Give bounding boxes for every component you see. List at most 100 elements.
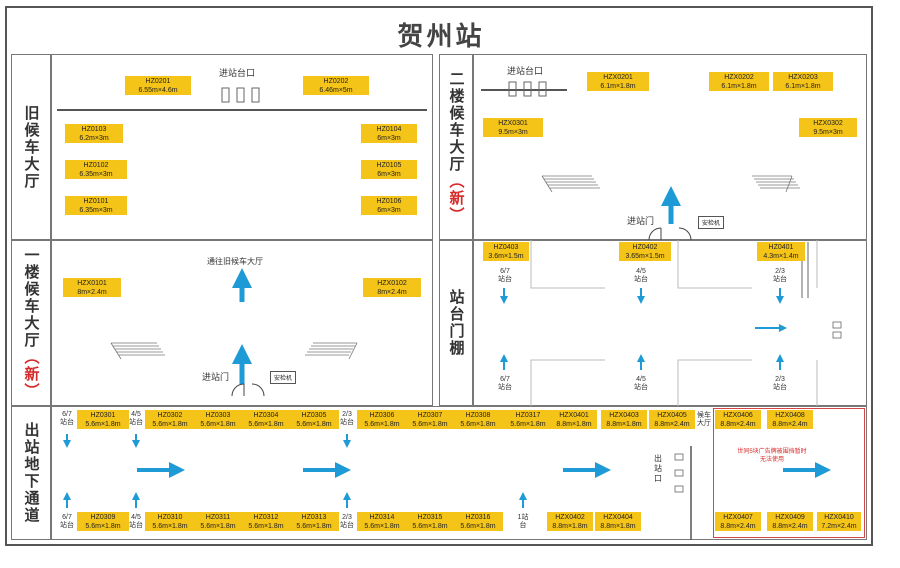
ad-code: HZ0314 [369,514,395,521]
ad-size: 3.65m×1.5m [625,252,665,260]
ad-code: HZX0301 [498,120,528,127]
canopy-arrows [500,288,787,370]
platform-label: 4/5站台 [129,411,143,426]
to-old-hall-label: 通往旧候车大厅 [207,257,263,266]
ad-code: HZ0103 [81,126,107,133]
ad-code: HZ0301 [90,412,116,419]
ad-size: 6.35m×3m [79,206,113,214]
ad-code: HZ0316 [465,514,491,521]
ad-size: 5.6m×1.8m [460,522,496,530]
ad-code: HZ0307 [417,412,443,419]
entrance-gate-label: 进站门 [202,372,230,382]
ad-size: 6.2m×3m [79,134,109,142]
ad-code: HZX0102 [377,280,407,287]
exit-label: 出站口 [654,454,662,483]
ad-code: HZX0410 [824,514,854,521]
security-machine: 安检机 [270,371,297,384]
turnstile-icon [221,87,260,103]
ad-size: 5.6m×1.8m [248,522,284,530]
turnstile-icon-2 [508,81,547,97]
platform-label: 6/7站台 [60,411,74,426]
ad-size: 5.6m×1.8m [200,522,236,530]
platform-label: 2/3站台 [773,376,787,391]
ad-size: 8.8m×1.8m [556,420,592,428]
ad-code: HZ0104 [376,126,402,133]
ad-code: HZ0101 [83,198,109,205]
ad-size: 6.35m×3m [79,170,113,178]
ad-code: HZX0407 [723,514,753,521]
ad-code: HZX0402 [555,514,585,521]
ad-size: 8.8m×2.4m [720,522,756,530]
ad-size: 6m×3m [377,134,401,142]
ad-size: 6m×3m [377,170,401,178]
ad-code: HZ0303 [205,412,231,419]
ad-code: HZX0405 [657,412,687,419]
label-floor2: 二楼候车大厅（新） [439,54,473,240]
ad-code: HZ0105 [376,162,402,169]
ad-code: HZ0310 [157,514,183,521]
ad-code: HZ0313 [301,514,327,521]
ad-code: HZ0401 [768,244,794,251]
ad-code: HZ0304 [253,412,279,419]
ad-code: HZX0409 [775,514,805,521]
ad-size: 8m×2.4m [77,288,107,296]
label-canopy: 站台门棚 [439,240,473,406]
platform-label: 6/7站台 [498,376,512,391]
ad-code: HZ0312 [253,514,279,521]
ad-size: 8.8m×1.8m [606,420,642,428]
ad-size: 5.6m×1.8m [296,420,332,428]
stairs-icon [110,175,800,360]
ad-size: 7.2m×2.4m [821,522,857,530]
ad-code: HZX0302 [813,120,843,127]
map-frame: 贺州站 旧候车大厅 一楼候车大厅（新） 出站地下通道 二楼候车大厅（新） 站台门… [5,6,873,546]
ad-code: HZ0106 [376,198,402,205]
ad-size: 4.3m×1.4m [763,252,799,260]
ad-code: HZ0302 [157,412,183,419]
ad-size: 5.6m×1.8m [152,522,188,530]
exit-gate-icon [674,321,842,493]
ad-size: 5.6m×1.8m [412,420,448,428]
ad-code: HZ0315 [417,514,443,521]
platform-label: 2/3站台 [340,514,354,529]
ad-size: 8.8m×2.4m [772,522,808,530]
panel-canopy [473,240,867,406]
ad-code: HZX0202 [724,74,754,81]
ad-code: HZ0309 [90,514,116,521]
label-underpass: 出站地下通道 [11,406,51,540]
ad-size: 6.1m×1.8m [600,82,636,90]
ad-code: HZX0408 [775,412,805,419]
ad-size: 5.6m×1.8m [412,522,448,530]
ad-size: 5.6m×1.8m [296,522,332,530]
ad-code: HZX0203 [788,74,818,81]
ad-code: HZ0102 [83,162,109,169]
ad-size: 6.55m×4.6m [138,86,178,94]
